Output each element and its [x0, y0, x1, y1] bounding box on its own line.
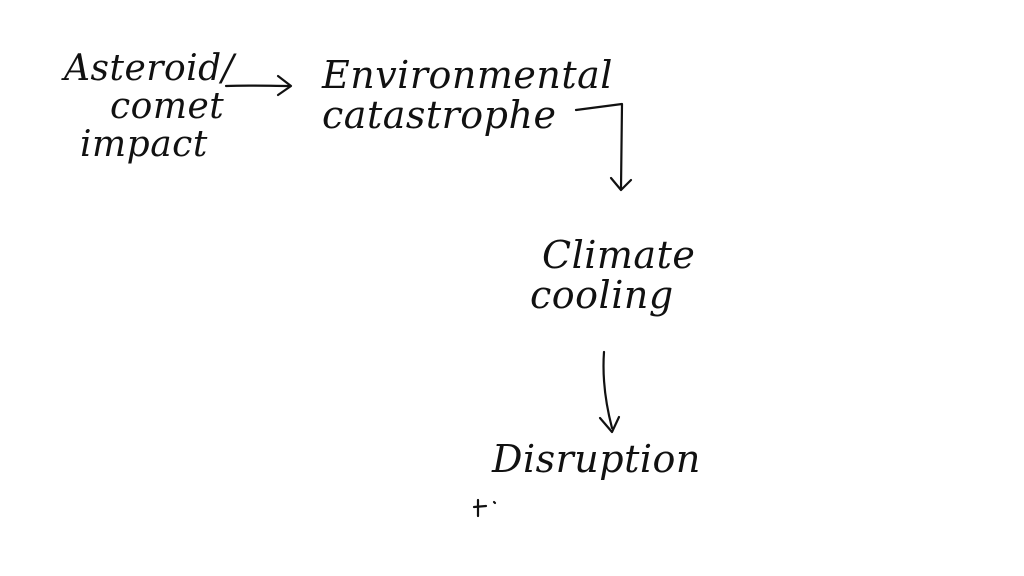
node-asteroid-line-2: comet [110, 85, 225, 127]
node-disruption-line-1: Disruption [492, 437, 701, 481]
node-environmental-line-1: Environmental [322, 53, 613, 97]
arrow-asteroid-to-environmental [224, 74, 293, 97]
node-asteroid-line-3: impact [80, 123, 208, 165]
node-environmental-line-2: catastrophe [322, 92, 557, 137]
ink-mark [472, 498, 497, 518]
node-disruption: Disruption [492, 437, 701, 481]
arrow-climate-to-disruption [598, 350, 621, 434]
arrow-environmental-to-climate [574, 102, 633, 192]
node-asteroid-comet-impact: Asteroid/ comet impact [64, 50, 234, 163]
node-climate-line-1: Climate [542, 233, 696, 277]
node-climate-cooling: Climate cooling [530, 233, 696, 317]
node-asteroid-line-1: Asteroid/ [64, 48, 235, 89]
node-climate-line-2: cooling [530, 272, 674, 317]
node-environmental-catastrophe: Environmental catastrophe [322, 53, 613, 137]
